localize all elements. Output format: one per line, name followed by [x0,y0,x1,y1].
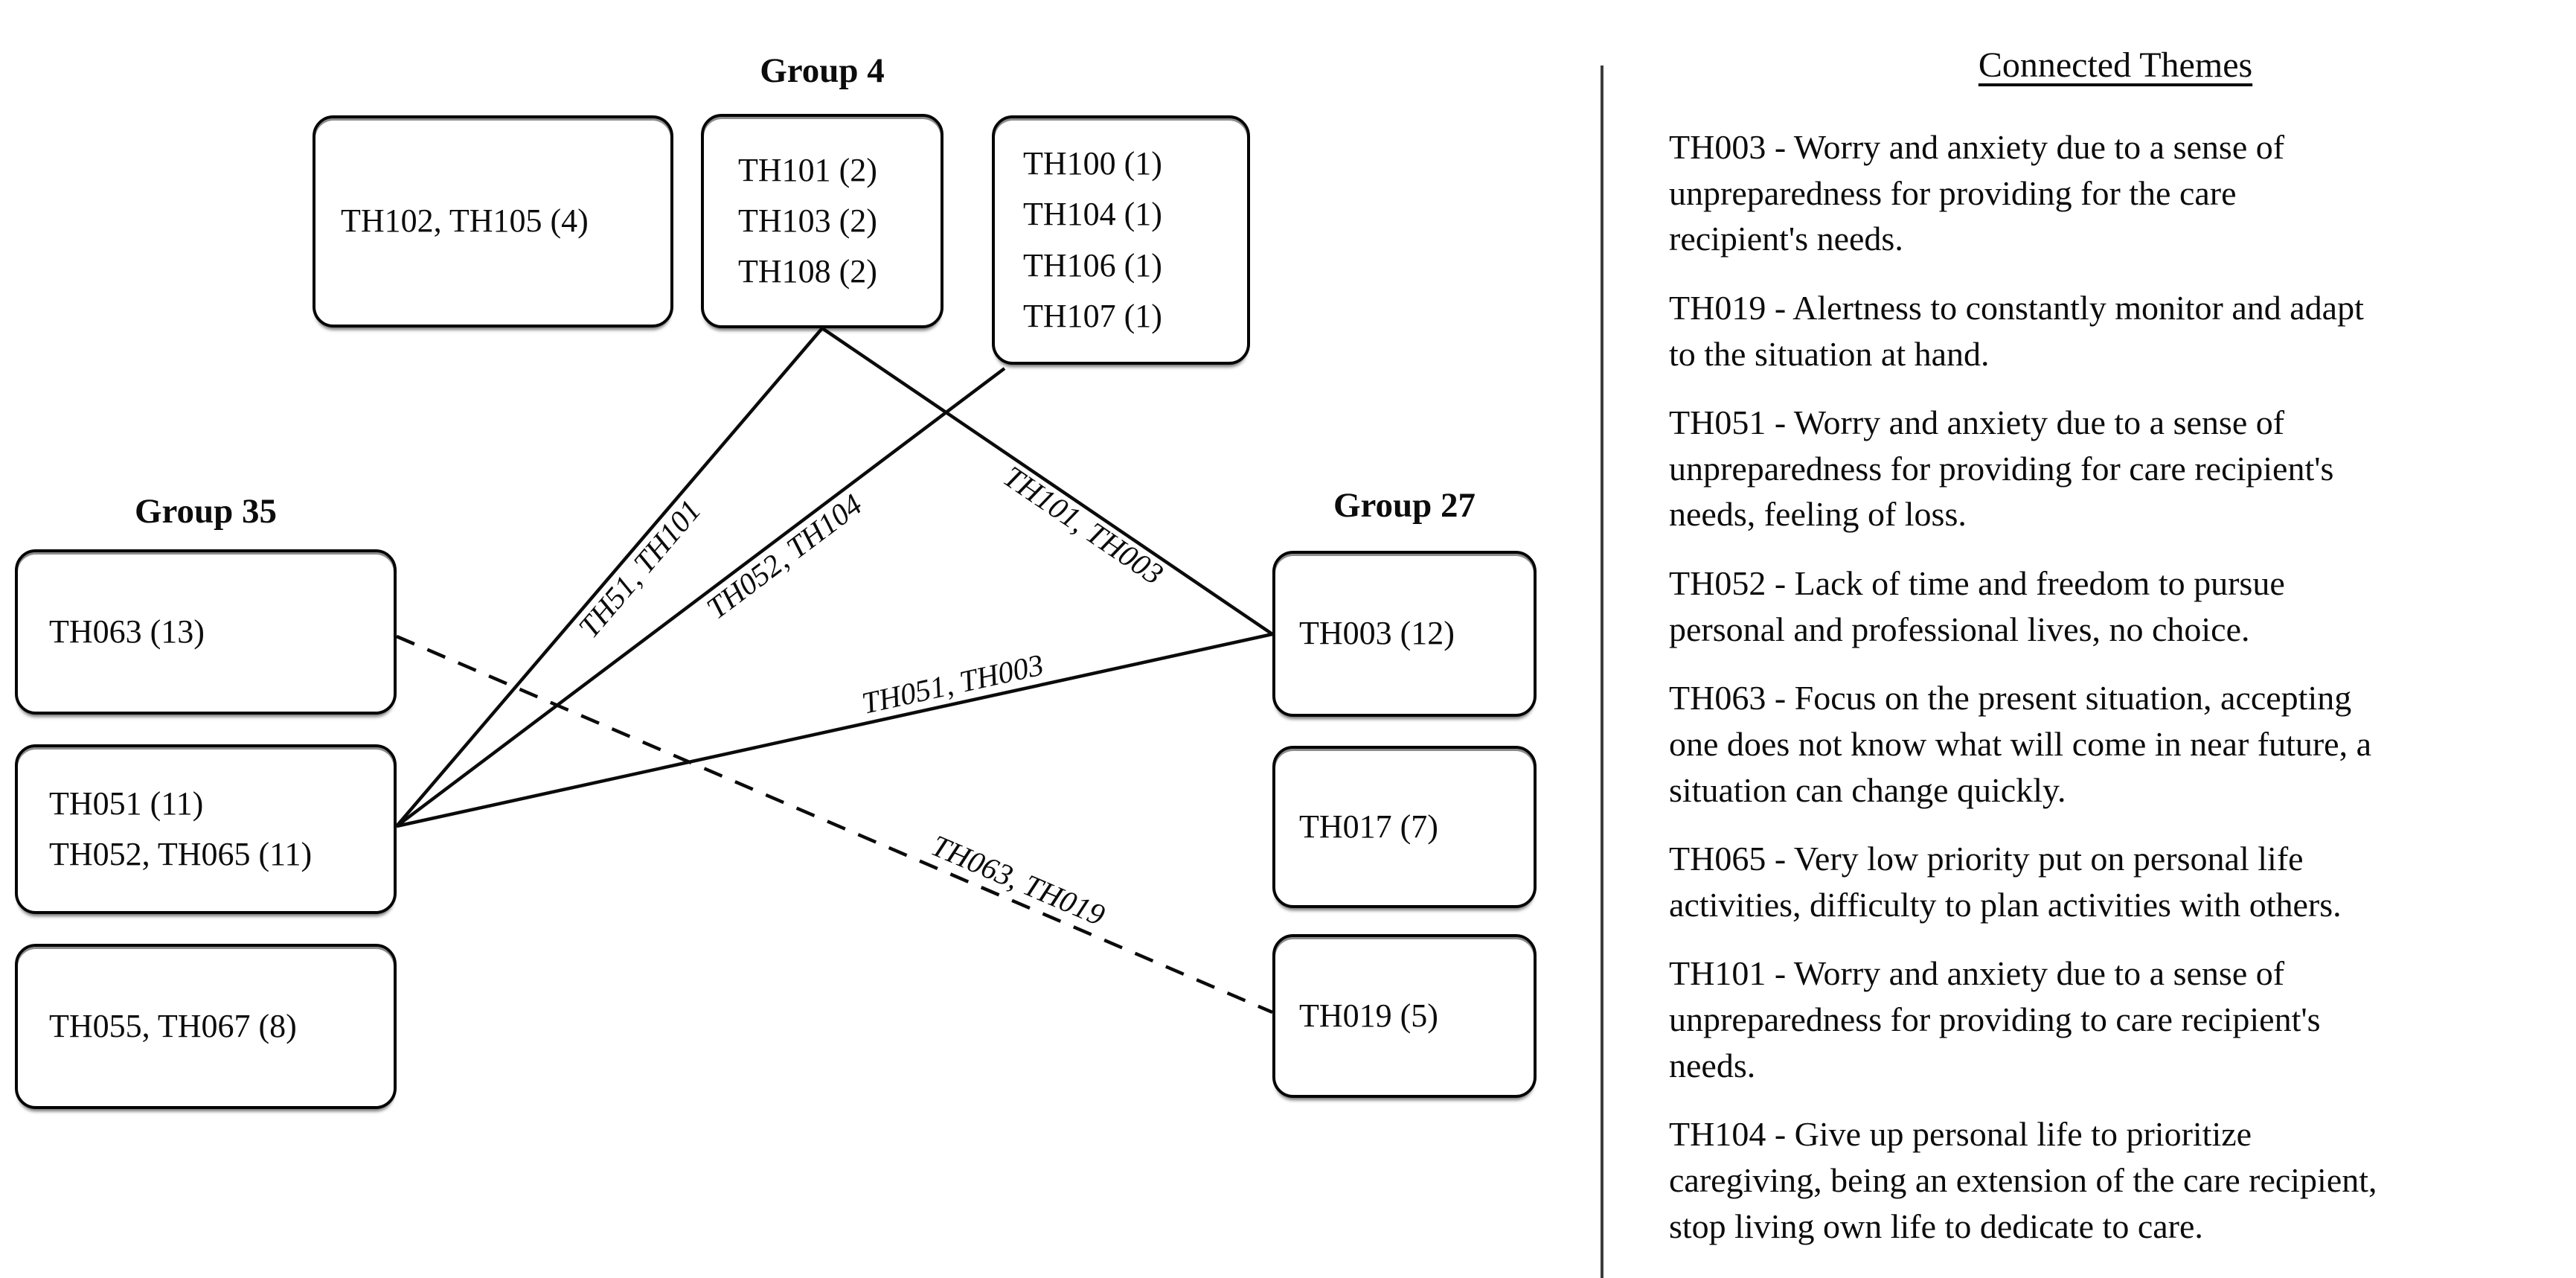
theme-description-th052: TH052 - Lack of time and freedom to purs… [1669,564,2285,648]
theme-description-th019: TH019 - Alertness to constantly monitor … [1669,288,2364,373]
edge-label-th51-th101: TH51, TH101 [571,493,708,644]
node-line: TH003 (12) [1299,615,1455,652]
node-line: TH103 (2) [738,202,877,239]
edge-label-th051-th003: TH051, TH003 [859,648,1046,721]
connected-themes-panel: Connected Themes TH003 - Worry and anxie… [1669,45,2562,1272]
node-line: TH100 (1) [1023,145,1162,182]
node-line: TH106 (1) [1023,246,1162,284]
node-th003: TH003 (12) [1272,551,1537,717]
node-line: TH063 (13) [49,613,205,650]
node-th051-th052-th065: TH051 (11) TH052, TH065 (11) [15,744,397,914]
node-line: TH102, TH105 (4) [341,202,589,240]
group-title-group4: Group 4 [760,51,885,90]
connected-themes-title: Connected Themes [1978,45,2253,85]
edge-label-th101-th003: TH101, TH003 [998,459,1170,592]
node-th100-th104-th106-th107: TH100 (1) TH104 (1) TH106 (1) TH107 (1) [992,115,1250,365]
theme-description-th051: TH051 - Worry and anxiety due to a sense… [1669,403,2334,534]
node-line: TH019 (5) [1299,997,1438,1034]
node-line: TH104 (1) [1023,196,1162,233]
node-line: TH107 (1) [1023,297,1162,334]
node-line: TH052, TH065 (11) [49,836,313,872]
edge-th101-th003 [821,327,1274,636]
group-title-group27: Group 27 [1333,486,1476,525]
theme-description-th065: TH065 - Very low priority put on persona… [1669,840,2342,924]
theme-description-th104: TH104 - Give up personal life to priorit… [1669,1115,2377,1245]
node-th019: TH019 (5) [1272,934,1537,1098]
edge-th052-th104 [395,367,1006,828]
panel-divider-line [1601,66,1603,1278]
node-th101-th103-th108: TH101 (2) TH103 (2) TH108 (2) [701,114,943,328]
node-line: TH101 (2) [738,151,877,188]
node-th063: TH063 (13) [15,549,397,715]
node-th102-th105: TH102, TH105 (4) [313,115,673,328]
node-line: TH055, TH067 (8) [49,1007,297,1044]
node-line: TH108 (2) [738,253,877,290]
edge-th063-th019 [396,634,1273,1015]
node-line: TH051 (11) [49,785,204,822]
edge-th51-th101 [395,327,824,828]
edge-th051-th003 [396,632,1273,828]
theme-description-th063: TH063 - Focus on the present situation, … [1669,679,2372,809]
node-th017: TH017 (7) [1272,746,1537,908]
theme-description-th101: TH101 - Worry and anxiety due to a sense… [1669,954,2321,1084]
group-title-group35: Group 35 [134,492,278,531]
edge-label-th052-th104: TH052, TH104 [700,487,868,625]
node-line: TH017 (7) [1299,808,1438,845]
node-th055-th067: TH055, TH067 (8) [15,944,397,1109]
edge-label-th063-th019: TH063, TH019 [926,828,1109,932]
theme-description-th003: TH003 - Worry and anxiety due to a sense… [1669,128,2285,258]
